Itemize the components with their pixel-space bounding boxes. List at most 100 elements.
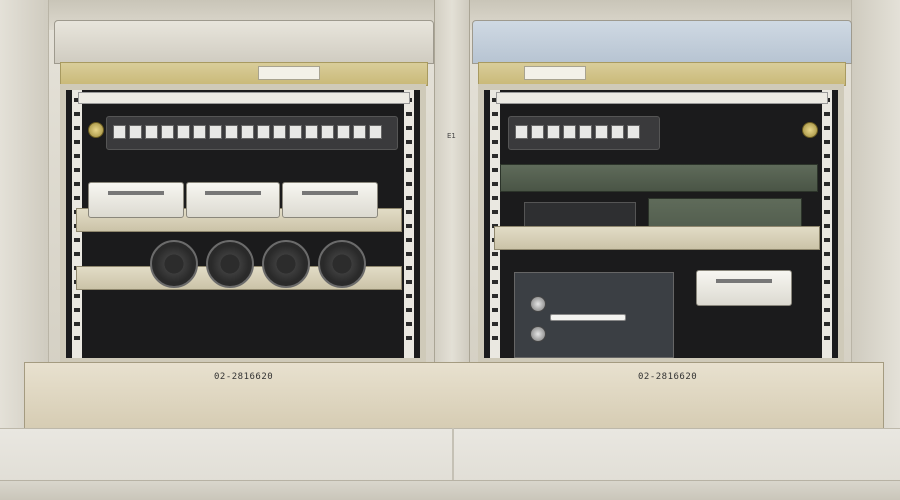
network-port[interactable]: [257, 125, 270, 139]
rail-hole: [824, 252, 830, 256]
top-handle-bar: [78, 92, 410, 104]
network-port[interactable]: [289, 125, 302, 139]
rail-hole: [406, 126, 412, 130]
rail-hole: [406, 168, 412, 172]
network-port[interactable]: [241, 125, 254, 139]
rail-hole: [406, 140, 412, 144]
rail-hole: [492, 196, 498, 200]
network-port[interactable]: [595, 125, 608, 139]
network-port[interactable]: [579, 125, 592, 139]
network-port[interactable]: [193, 125, 206, 139]
rail-hole: [74, 294, 80, 298]
rail-hole: [74, 252, 80, 256]
rail-hole: [406, 322, 412, 326]
floor-edge: [0, 480, 900, 500]
rail-hole: [406, 252, 412, 256]
rail-hole: [824, 182, 830, 186]
network-port[interactable]: [113, 125, 126, 139]
center-mark: E1: [447, 132, 456, 140]
rail-hole: [824, 322, 830, 326]
right-rack-frame: [478, 84, 844, 364]
right-rack-label-plate: [524, 66, 586, 80]
module-2: [186, 182, 280, 218]
network-port[interactable]: [369, 125, 382, 139]
rail-hole: [824, 112, 830, 116]
rail-hole: [492, 266, 498, 270]
fan-icon: [262, 240, 310, 288]
network-port[interactable]: [353, 125, 366, 139]
network-port[interactable]: [547, 125, 560, 139]
shelf-1: [494, 226, 820, 250]
rail-hole: [406, 266, 412, 270]
rail-hole: [406, 112, 412, 116]
rail-hole: [492, 154, 498, 158]
fan-icon: [206, 240, 254, 288]
rail-hole: [824, 210, 830, 214]
rail-hole: [492, 112, 498, 116]
rail-hole: [824, 238, 830, 242]
rail-hole: [74, 182, 80, 186]
right-rack-lid: [472, 20, 852, 64]
rail-hole: [824, 294, 830, 298]
thumbscrew-icon[interactable]: [802, 122, 818, 138]
module-3: [282, 182, 378, 218]
rail-hole: [406, 196, 412, 200]
network-port[interactable]: [209, 125, 222, 139]
network-port[interactable]: [337, 125, 350, 139]
network-port[interactable]: [273, 125, 286, 139]
network-port[interactable]: [531, 125, 544, 139]
rail-hole: [74, 112, 80, 116]
left-rack: [54, 20, 434, 370]
rail-hole: [74, 308, 80, 312]
network-port[interactable]: [225, 125, 238, 139]
rail-hole: [74, 154, 80, 158]
rail-hole: [492, 294, 498, 298]
connector-icon: [530, 296, 546, 312]
rail-hole: [492, 182, 498, 186]
left-rack-hinge: [60, 62, 428, 86]
rail-hole: [406, 238, 412, 242]
network-port[interactable]: [515, 125, 528, 139]
top-handle-bar: [496, 92, 828, 104]
network-port[interactable]: [611, 125, 624, 139]
rail-hole: [406, 210, 412, 214]
rail-hole: [824, 196, 830, 200]
network-port[interactable]: [627, 125, 640, 139]
network-port[interactable]: [129, 125, 142, 139]
rail-hole: [824, 308, 830, 312]
rail-hole: [824, 154, 830, 158]
panel-handle[interactable]: [550, 314, 626, 321]
network-port[interactable]: [321, 125, 334, 139]
rail-hole: [492, 168, 498, 172]
network-port[interactable]: [563, 125, 576, 139]
rail-hole: [406, 224, 412, 228]
rail-hole: [406, 336, 412, 340]
patch-panel: [106, 116, 398, 150]
rail-hole: [824, 266, 830, 270]
floor-seam: [452, 428, 454, 500]
network-port[interactable]: [177, 125, 190, 139]
network-port[interactable]: [145, 125, 158, 139]
rail-hole: [406, 154, 412, 158]
rail-hole: [492, 140, 498, 144]
left-rack-tag: 02-2816620: [214, 372, 274, 382]
network-port[interactable]: [161, 125, 174, 139]
rail-hole: [406, 308, 412, 312]
rail-hole: [824, 126, 830, 130]
rail-hole: [406, 182, 412, 186]
left-rack-lid: [54, 20, 434, 64]
module-4: [696, 270, 792, 306]
rail-hole: [74, 98, 80, 102]
rail-hole: [74, 238, 80, 242]
thumbscrew-icon[interactable]: [88, 122, 104, 138]
right-rack: [472, 20, 852, 370]
rail-hole: [492, 98, 498, 102]
rail-hole: [824, 168, 830, 172]
rail-hole: [824, 140, 830, 144]
right-rail: [822, 90, 832, 358]
rail-hole: [824, 224, 830, 228]
status-unit: [500, 164, 818, 192]
network-port[interactable]: [305, 125, 318, 139]
left-rack-label-plate: [258, 66, 320, 80]
